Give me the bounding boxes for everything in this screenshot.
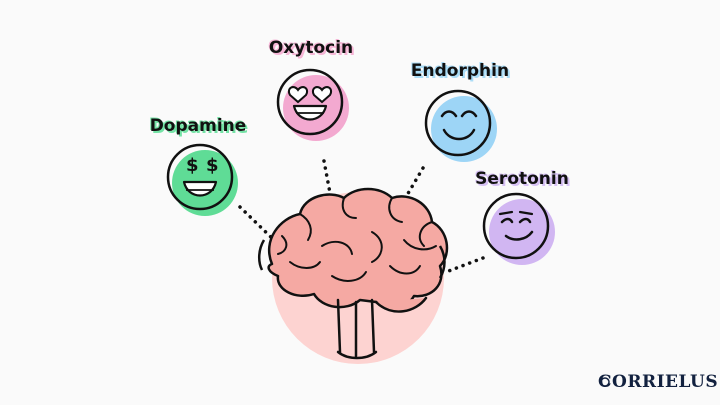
label-serotonin: Serotonin	[475, 169, 569, 189]
money-eyes-face-icon: $ $	[166, 143, 238, 216]
logo-mark-icon	[600, 377, 610, 387]
label-endorphin: Endorphin	[410, 61, 510, 81]
connector-dopamine	[238, 205, 278, 244]
heart-eyes-face-icon	[276, 68, 349, 141]
svg-text:$: $	[206, 155, 219, 176]
svg-text:$: $	[186, 155, 199, 176]
connector-serotonin	[444, 256, 485, 274]
brain-icon	[258, 187, 449, 360]
smiling-face-icon	[424, 89, 497, 162]
label-dopamine: Dopamine	[149, 116, 247, 136]
smirking-face-icon	[482, 192, 555, 265]
brand-logo: CORRIELUS	[598, 372, 719, 392]
connector-oxytocin	[322, 159, 332, 195]
connector-lines	[238, 159, 485, 274]
connector-endorphin	[398, 166, 425, 209]
label-oxytocin: Oxytocin	[268, 38, 354, 58]
